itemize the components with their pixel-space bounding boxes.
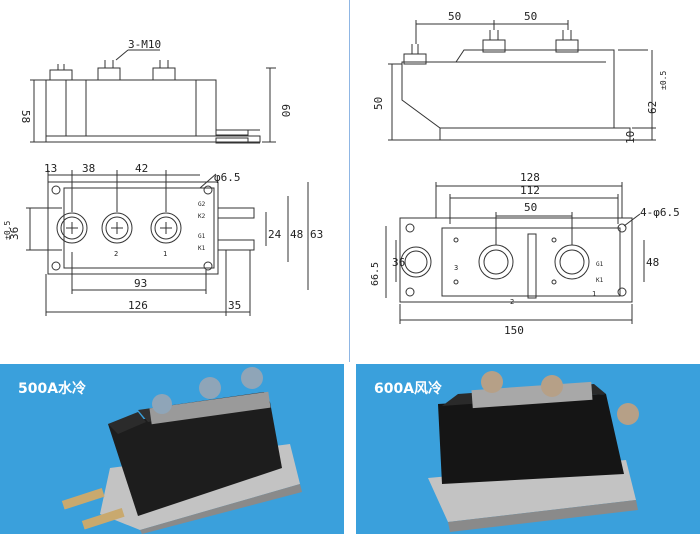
- gate-label: G1: [198, 233, 206, 240]
- top-view-left: [26, 170, 309, 316]
- drawing-left: 3-M10 58 60 13 38 42 φ6.5 36 ±0.5 24 48 …: [3, 38, 323, 316]
- holes-label: 4-φ6.5: [640, 206, 680, 219]
- drawing-left-panel: 3-M10 58 60 13 38 42 φ6.5 36 ±0.5 24 48 …: [0, 0, 344, 362]
- drawing-right: 50 50 50 62 ±0.5 10 128 112 50 4-φ6.5 66…: [370, 10, 680, 337]
- terminal-2: 2: [510, 298, 514, 306]
- vertical-divider-line: [349, 0, 350, 362]
- dim-48: 48: [646, 256, 659, 269]
- hole-label: φ6.5: [214, 171, 241, 184]
- gate-label: K1: [596, 277, 604, 284]
- terminal-2: 2: [114, 250, 118, 258]
- photo-500a-module: [61, 367, 302, 534]
- dim-13: 13: [44, 162, 57, 175]
- dim-93: 93: [134, 277, 147, 290]
- dim-62: 62: [646, 101, 659, 114]
- label-thread: 3-M10: [128, 38, 161, 51]
- top-view-right: [385, 182, 645, 324]
- gate-label: G2: [198, 201, 206, 208]
- dim-38: 38: [82, 162, 95, 175]
- photo-label-500a: 500A水冷: [18, 381, 87, 397]
- dim-42: 42: [135, 162, 148, 175]
- terminal-3: 3: [454, 264, 458, 272]
- gate-label: K1: [198, 245, 206, 252]
- dim-50a: 50: [448, 10, 461, 23]
- photo-500a-panel: 500A水冷: [0, 364, 344, 534]
- dim-50-height: 50: [372, 97, 385, 110]
- dim-10: 10: [624, 131, 637, 144]
- tol-62: ±0.5: [659, 71, 668, 90]
- dim-48: 48: [290, 228, 303, 241]
- terminal-1: 1: [592, 290, 596, 298]
- dim-24: 24: [268, 228, 282, 241]
- tol-36: ±0.5: [3, 221, 12, 240]
- photo-600a-module: [428, 371, 639, 532]
- vertical-divider: [345, 0, 355, 534]
- dim-50-top: 50: [524, 201, 537, 214]
- dim-36: 36: [392, 256, 405, 269]
- dim-63: 63: [310, 228, 323, 241]
- dim-58: 58: [19, 110, 32, 123]
- dim-112: 112: [520, 184, 540, 197]
- gate-label: K2: [198, 213, 206, 220]
- dim-150: 150: [504, 324, 524, 337]
- photo-600a-panel: 600A风冷: [356, 364, 700, 534]
- horizontal-divider: [0, 362, 700, 364]
- dim-35: 35: [228, 299, 241, 312]
- side-view-left: [30, 49, 276, 144]
- dim-128: 128: [520, 171, 540, 184]
- terminal-1: 1: [163, 250, 167, 258]
- gate-label: G1: [596, 261, 604, 268]
- dim-36: 36: [8, 227, 21, 240]
- dim-66: 66.5: [370, 262, 381, 286]
- dim-60: 60: [279, 104, 292, 117]
- side-view-right: [388, 20, 656, 141]
- photo-label-600a: 600A风冷: [374, 381, 443, 397]
- dim-50b: 50: [524, 10, 537, 23]
- drawing-right-panel: 50 50 50 62 ±0.5 10 128 112 50 4-φ6.5 66…: [356, 0, 700, 362]
- dim-126: 126: [128, 299, 148, 312]
